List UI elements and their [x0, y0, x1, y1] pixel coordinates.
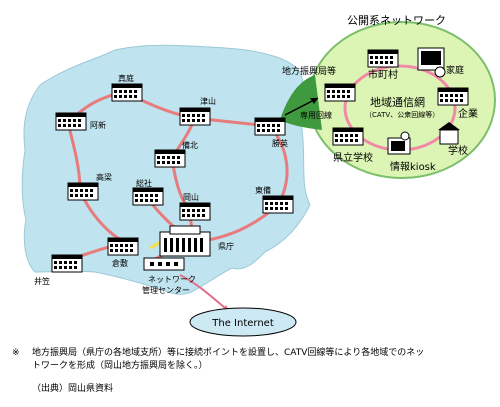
prefectural-school-icon — [332, 127, 364, 146]
network-center-label-2: 管理センター — [142, 285, 190, 295]
network-center-label-1: ネットワーク — [148, 275, 196, 284]
prefectural-office-icon — [159, 225, 211, 257]
kiosk-icon — [387, 131, 411, 155]
footnote-line2: トワークを形成（岡山地方振興局を除く。） — [32, 361, 208, 371]
prefectural-school-label: 県立学校 — [333, 151, 373, 164]
municipal-label: 市町村 — [368, 68, 398, 81]
municipal-icon — [367, 49, 399, 68]
footnote-source: （出典）岡山県資料 — [32, 384, 114, 394]
office-icon-bizen — [154, 149, 186, 168]
office-label-tobi: 東備 — [255, 185, 271, 195]
center-sublabel: （CATV、公衆回線等） — [365, 110, 439, 119]
office-icon-takahashi — [67, 182, 99, 201]
office-label-ibara: 井笠 — [34, 276, 50, 286]
kiosk-label: 情報kiosk — [390, 160, 436, 173]
office-icon-bisei — [254, 117, 286, 136]
office-label-bisei: 勝英 — [272, 138, 288, 148]
office-label-tsuyama: 津山 — [200, 96, 216, 106]
office-icon-maniwa — [111, 83, 143, 102]
office-label-bizen: 備北 — [182, 140, 198, 150]
office-label-okayama: 岡山 — [183, 192, 199, 202]
connection-wedge — [280, 75, 322, 130]
footnote-line1: 地方振興局（県庁の各地域支所）等に接続ポイントを設置し、CATV回線等により各地… — [32, 348, 425, 358]
school-icon — [438, 122, 460, 145]
public-network-title: 公開系ネットワーク — [347, 14, 446, 27]
office-icon-tobi — [262, 195, 294, 214]
internet-cloud — [189, 307, 297, 337]
network-center-icon — [143, 257, 185, 271]
school-label: 学校 — [448, 144, 468, 157]
household-label: 家庭 — [446, 64, 464, 76]
office-icon-kurashiki — [107, 237, 139, 256]
internet-label: The Internet — [211, 318, 274, 329]
office-label-kurashiki: 倉敷 — [112, 258, 128, 268]
office-label-soja: 総社 — [136, 178, 152, 188]
office-label-prefecture: 県庁 — [218, 241, 234, 251]
dedicated-line-label: 専用回線 — [300, 110, 332, 120]
office-icon-niimi — [55, 112, 87, 131]
office-label-maniwa: 真庭 — [118, 73, 134, 83]
office-icon-ibara — [51, 254, 83, 273]
office-icon-okayama — [179, 202, 211, 221]
regional-bureau-icon — [324, 83, 356, 102]
center-label: 地域通信網 — [370, 95, 425, 109]
enterprise-icon — [437, 87, 469, 106]
footnote-mark: ※ — [12, 348, 20, 358]
office-icon-tsuyama — [179, 107, 211, 126]
household-icon — [417, 47, 446, 78]
office-label-takahashi: 高梁 — [96, 172, 112, 182]
enterprise-label: 企業 — [458, 107, 478, 120]
regional-bureau-label: 地方振興局等 — [282, 65, 336, 77]
office-label-niimi: 阿新 — [90, 120, 106, 130]
office-icon-soja — [132, 187, 164, 206]
